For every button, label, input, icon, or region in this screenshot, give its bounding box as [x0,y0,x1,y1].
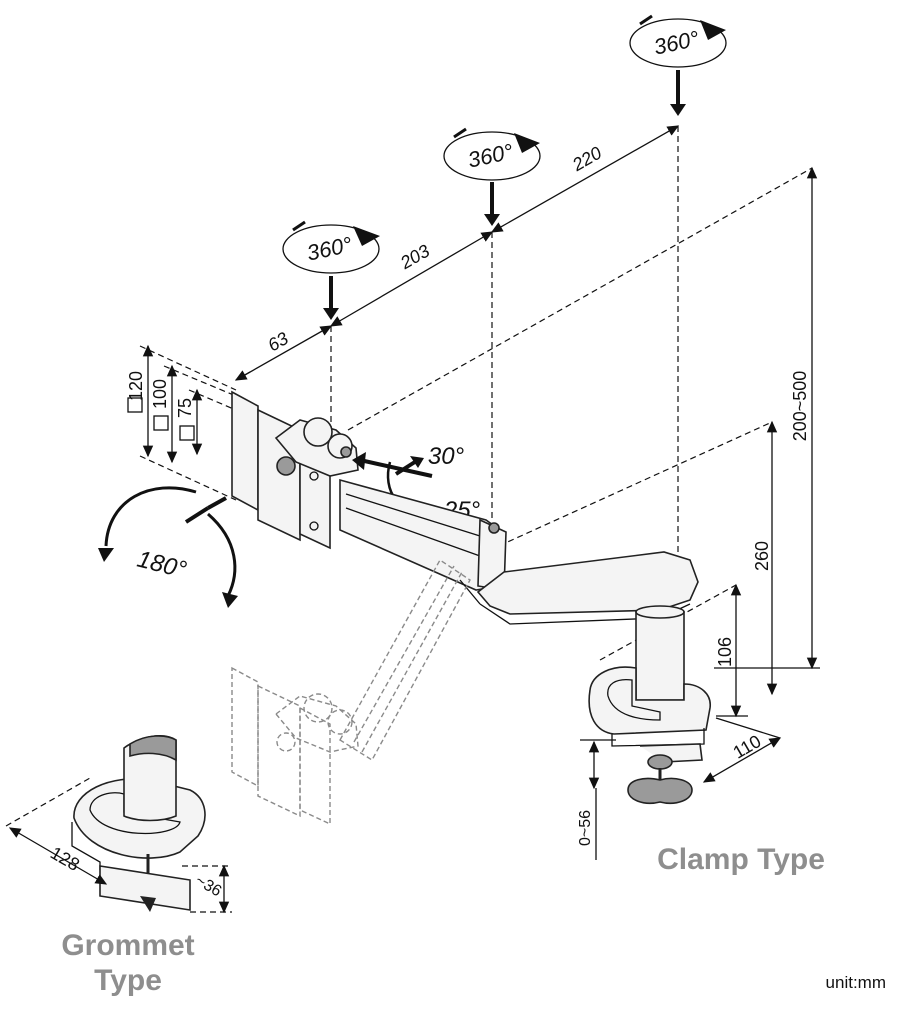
ghost-position [231,558,471,826]
pivot-arrows [323,70,686,320]
grommet-base [71,735,206,912]
dim-106: 106 [715,637,735,667]
rotation-symbol-2: 360° [443,127,541,181]
upper-arm [459,551,699,625]
dim-0-56: 0~56 [577,810,594,846]
forearm [339,478,507,591]
grommet-type-label-line1: Grommet [61,929,194,962]
dim-260: 260 [752,541,772,571]
clamp-base [588,666,711,805]
rotation-label-2: 360° [466,139,516,173]
clamp-type-label: Clamp Type [657,843,825,876]
angle-30: 30° [428,443,465,470]
vesa-120: 120 [126,371,146,401]
unit-label: unit:mm [826,973,886,992]
dim-36: ~36 [192,872,224,900]
rotation-symbol-3: 360° [629,14,727,68]
grommet-type-label-line2: Type [94,964,162,997]
pole [635,605,685,701]
dim-200-500: 200~500 [790,371,810,442]
vesa-dimensions: 120 100 75 [126,344,237,501]
tilt-head [274,417,359,477]
rotation-label-1: 360° [305,232,355,266]
vesa-75: 75 [175,398,195,418]
dim-128: 128 [47,843,83,875]
dim-203: 203 [396,241,433,274]
rotation-label-3: 360° [652,26,702,60]
rotation-symbol-1: 360° [282,220,380,274]
vesa-plate [231,390,331,550]
rotation-180-indicator: 180° [98,486,238,608]
dim-110: 110 [730,731,765,763]
top-dimension-line: 63 203 220 [234,125,680,381]
height-dimensions: 200~500 260 106 [714,166,820,718]
vesa-100: 100 [150,379,170,409]
angle-180: 180° [134,546,189,584]
